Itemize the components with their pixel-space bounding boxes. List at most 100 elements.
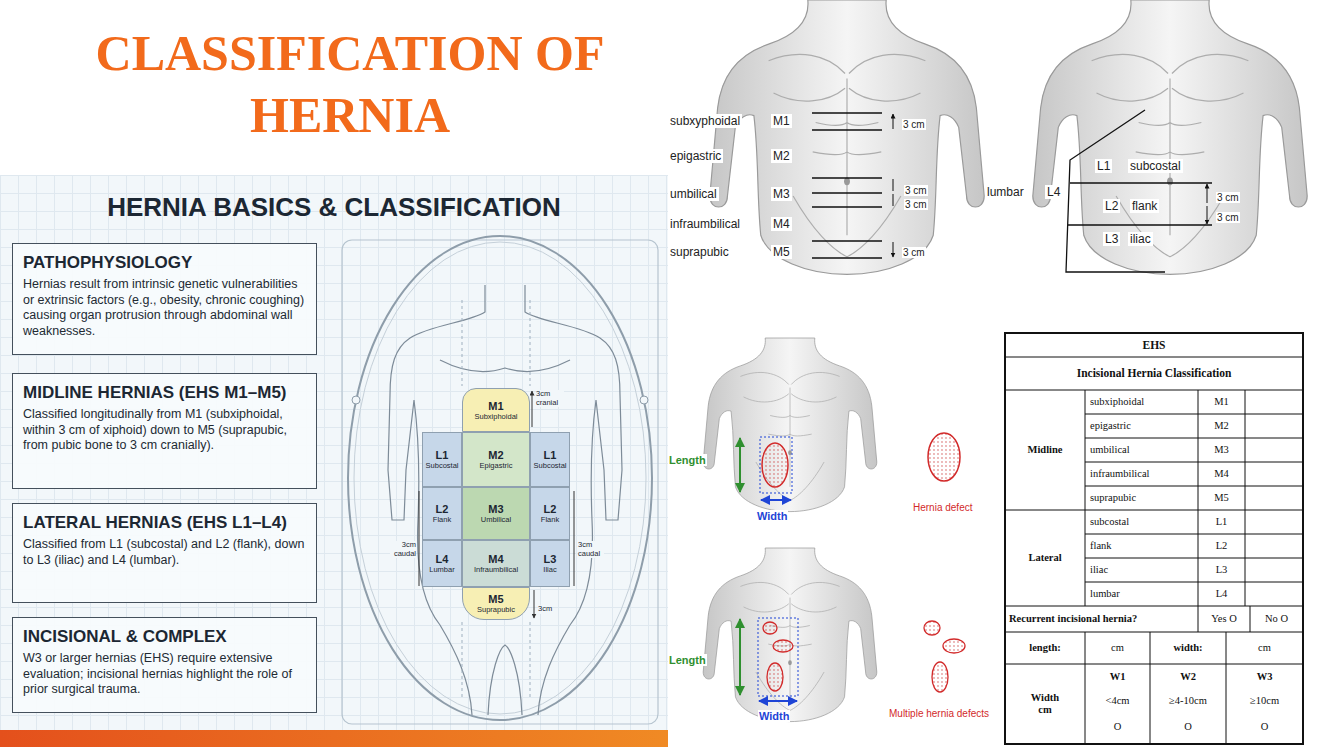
defect-measure [759,700,797,702]
table-cell: lumbar [1090,588,1120,600]
zone-lines [1066,110,1212,272]
dimension-label: 3 cm [904,185,928,196]
table-cell-box: subcostal [1090,510,1198,534]
zone-box: L1Subcostal [530,432,570,487]
table-cell: Yes O [1211,613,1237,625]
table-grid [1005,357,1303,744]
zone-label-box: lumbar [985,182,1026,200]
table-cell-box: L2 [1198,534,1245,558]
table-cell: Lateral [1028,552,1061,564]
zone-box: L2Flank [530,487,570,540]
caption-label-box: Hernia defect [912,497,973,515]
torso-figure [1033,0,1307,274]
table-cell-box: Recurrent incisional hernia? [1009,606,1198,632]
table-cell-box: O [1226,714,1303,740]
table-heading-box: EHS [1005,334,1303,357]
table-cell-box: umbilical [1090,438,1198,462]
defect-measure [740,433,965,701]
dimension-label-box: 3 cm [904,180,928,198]
dimension-label: 3cm caudal [390,541,416,558]
zone-name: Infraumbilical [474,565,518,574]
zone-label-box: epigastric [668,146,723,164]
defect-measure [739,438,741,492]
dimension-label-box: 3 cm [902,242,926,260]
table-cell: <4cm [1106,695,1130,707]
zone-name: Epigastric [480,461,513,470]
measure-label: Length [668,454,707,466]
table-cell-box: L3 [1198,558,1245,582]
table-cell: width: [1173,642,1202,654]
table-cell-box: width: [1150,632,1226,664]
defect-measure [767,663,783,691]
table-cell-box: M2 [1198,414,1245,438]
zone-code: L2 [544,503,557,515]
zone-box: M5Suprapubic [462,587,530,620]
zone-name: Flank [433,515,451,524]
table-cell: No O [1265,613,1288,625]
table-cell: cm [1111,642,1124,654]
table-heading: EHS [1142,339,1165,352]
zone-name: Subcostal [534,461,567,470]
zone-label: L2 [1103,199,1120,213]
table-cell: M3 [1214,444,1229,456]
zone-label-box: M5 [771,242,792,260]
zone-label-box: subxyphoidal [668,111,742,129]
defect-measure [739,619,741,695]
box-heading: INCISIONAL & COMPLEX [23,626,306,647]
table-cell-box: ≥10cm [1226,690,1303,712]
zone-box: L3Iliac [530,540,570,587]
frame-ornament [352,396,360,404]
body-outline [388,285,622,715]
box-body: Classified from L1 (subcostal) and L2 (f… [23,537,306,568]
zone-label-box: L3 [1103,229,1120,247]
table-cell-box: Yes O [1198,606,1250,632]
zone-label-box: iliac [1128,229,1153,247]
zone-label-box: flank [1130,196,1159,214]
zone-box: L4Lumbar [422,540,462,587]
frame-ellipse [348,236,652,720]
table-cell-box: subxiphoidal [1090,390,1198,414]
box-body: Hernias result from intrinsic genetic vu… [23,277,306,339]
zone-label: M4 [771,217,792,231]
table-cell-box: Width cm [1005,664,1085,744]
table-cell: cm [1258,642,1271,654]
zone-label: M2 [771,149,792,163]
table-cell: ≥4-10cm [1169,695,1207,707]
table-cell-box: Midline [1005,390,1085,510]
frame-ellipse [354,242,646,714]
table-cell: iliac [1090,564,1108,576]
defect-measure [762,443,788,487]
table-cell-box: L1 [1198,510,1245,534]
measure-label: Width [756,510,788,522]
measure-label-box: Length [668,450,707,468]
zone-label-box: M1 [771,111,792,129]
zone-label-box: L2 [1103,196,1120,214]
dimension-label-box: 3cm cranial [536,390,564,409]
caption-label-box: Multiple hernia defects [888,703,990,721]
table-cell: L1 [1216,516,1228,528]
zone-code: L1 [436,449,449,461]
zone-code: M4 [488,553,503,565]
zone-box: L1Subcostal [422,432,462,487]
info-box: LATERAL HERNIAS (EHS L1–L4)Classified fr… [12,503,317,603]
table-cell: epigastric [1090,420,1131,432]
zone-label-box: infraumbilical [668,214,742,232]
guide-line [462,300,530,700]
dimension-label-box: 3 cm [1216,187,1240,205]
dimension-label: 3 cm [902,119,926,130]
zone-box: M1Subxiphoidal [462,388,530,432]
zone-label-box: suprapubic [668,242,731,260]
zone-label: L4 [1045,185,1062,199]
info-box: PATHOPHYSIOLOGYHernias result from intri… [12,243,317,355]
zone-label: iliac [1128,232,1153,246]
zone-label: M5 [771,245,792,259]
zone-lines [812,110,1212,272]
box-heading: MIDLINE HERNIAS (EHS M1–M5) [23,382,306,403]
table-grid [1005,333,1303,744]
zone-label: L3 [1103,232,1120,246]
zone-box: M2Epigastric [462,432,530,487]
info-box: MIDLINE HERNIAS (EHS M1–M5)Classified lo… [12,373,317,489]
table-cell-box: No O [1250,606,1303,632]
zone-label-box: subcostal [1128,156,1183,174]
zone-code: M5 [488,593,503,605]
